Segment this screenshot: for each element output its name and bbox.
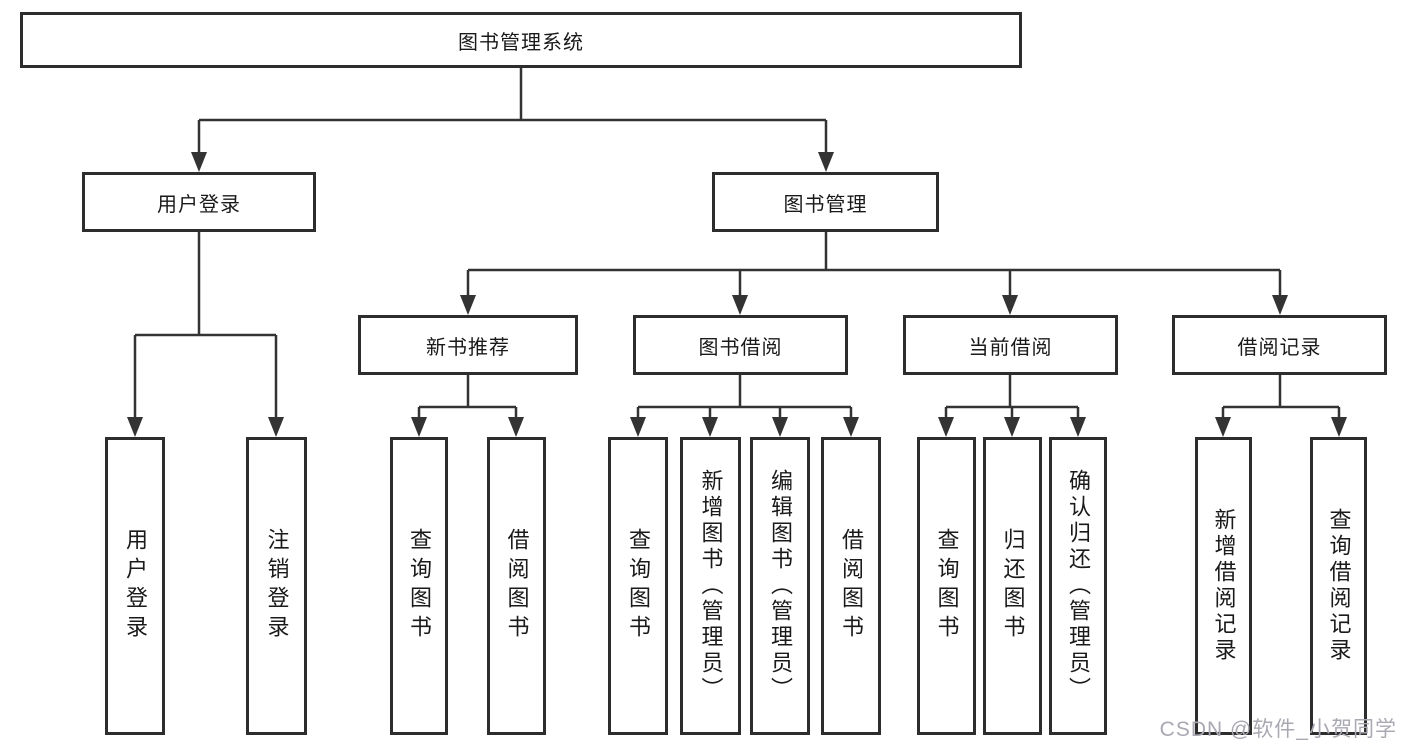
node-label: 新书推荐 (426, 336, 510, 359)
leaf-label: 查询借阅记录 (1326, 508, 1352, 664)
leaf-add-borrow-record: 新增借阅记录 (1195, 437, 1252, 735)
node-book-borrow: 图书借阅 (633, 315, 848, 375)
leaf-query-books-current: 查询图书 (917, 437, 976, 735)
leaf-query-books-recommend: 查询图书 (390, 437, 448, 735)
leaf-label: 归还图书 (1000, 528, 1026, 644)
leaf-label: 借阅图书 (504, 528, 530, 644)
node-label: 图书借阅 (698, 336, 783, 359)
leaf-label: 注销登录 (264, 528, 290, 644)
node-new-book-recommend: 新书推荐 (358, 315, 578, 375)
leaf-label: 新增图书（管理员） (698, 469, 724, 703)
leaf-label: 用户登录 (123, 528, 148, 644)
leaf-label: 借阅图书 (839, 528, 864, 644)
leaf-label: 查询图书 (934, 528, 960, 644)
leaf-label: 查询图书 (626, 528, 651, 644)
leaf-borrow-books-recommend: 借阅图书 (487, 437, 546, 735)
leaf-label: 确认归还（管理员） (1066, 469, 1091, 703)
leaf-borrow-books: 借阅图书 (821, 437, 881, 735)
leaf-label: 新增借阅记录 (1211, 508, 1237, 664)
leaf-label: 编辑图书（管理员） (768, 469, 793, 703)
csdn-watermark: CSDN @软件_小贺同学 (1159, 718, 1397, 741)
leaf-edit-book-admin: 编辑图书（管理员） (750, 437, 810, 735)
node-label: 借阅记录 (1237, 336, 1322, 359)
node-label: 图书管理 (783, 193, 868, 216)
leaf-logout: 注销登录 (246, 437, 307, 735)
node-user-login: 用户登录 (82, 172, 316, 232)
node-label: 图书管理系统 (458, 31, 584, 54)
leaf-query-borrow-record: 查询借阅记录 (1310, 437, 1367, 735)
leaf-add-book-admin: 新增图书（管理员） (680, 437, 741, 735)
leaf-user-login: 用户登录 (105, 437, 165, 735)
node-root-system: 图书管理系统 (20, 12, 1022, 68)
node-current-borrow: 当前借阅 (903, 315, 1118, 375)
leaf-return-books: 归还图书 (983, 437, 1042, 735)
node-label: 用户登录 (157, 193, 241, 216)
node-borrow-records: 借阅记录 (1172, 315, 1387, 375)
leaf-confirm-return-admin: 确认归还（管理员） (1049, 437, 1107, 735)
leaf-label: 查询图书 (407, 528, 432, 644)
leaf-query-books: 查询图书 (608, 437, 668, 735)
node-book-management: 图书管理 (712, 172, 939, 232)
node-label: 当前借阅 (968, 336, 1053, 359)
